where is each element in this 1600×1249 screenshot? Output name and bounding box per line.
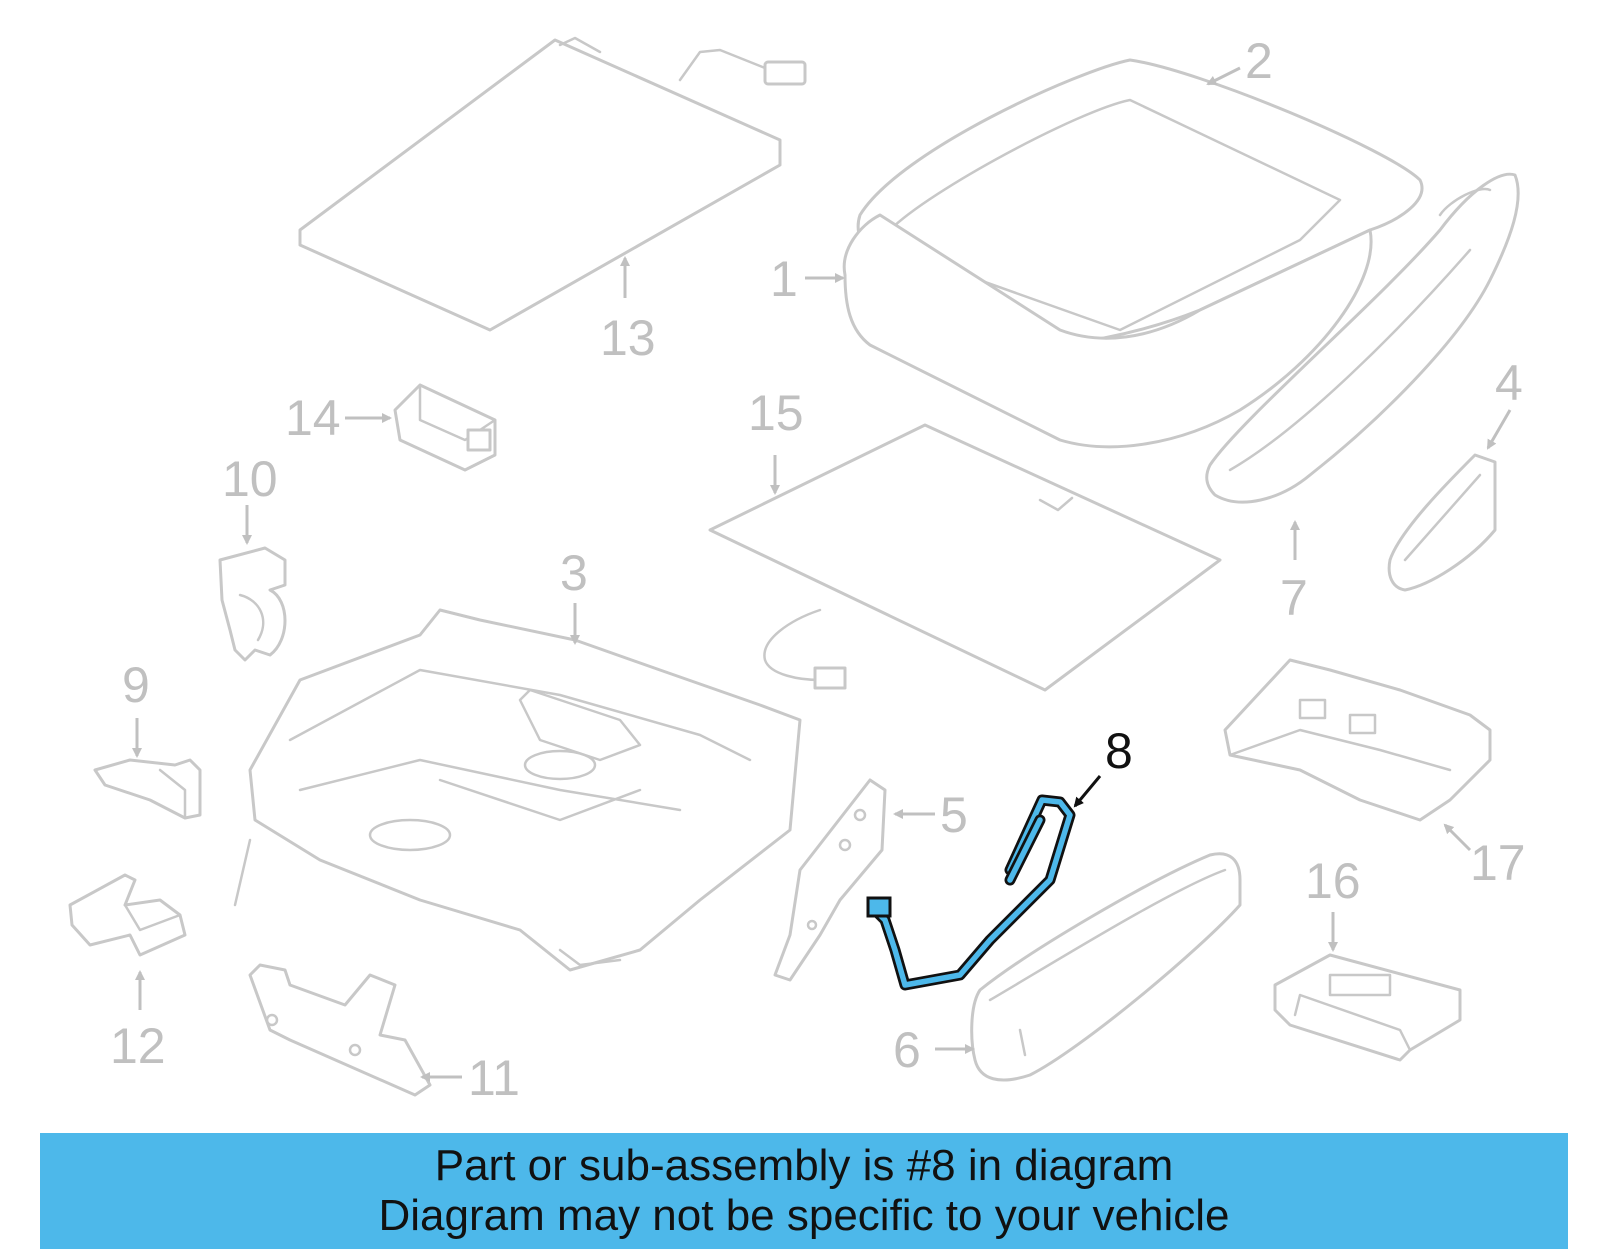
callout-11: 11 xyxy=(468,1050,520,1106)
part-10-clip xyxy=(218,546,287,662)
callout-7: 7 xyxy=(1280,570,1308,626)
callout-5: 5 xyxy=(940,787,968,843)
part-6-side-cover xyxy=(970,852,1242,1082)
callout-14: 14 xyxy=(285,390,341,446)
part-15-sensor-mat xyxy=(708,423,1222,692)
part-9-cap xyxy=(93,758,202,820)
callout-15: 15 xyxy=(748,385,804,441)
callout-8: 8 xyxy=(1105,723,1133,779)
callout-17: 17 xyxy=(1470,835,1526,891)
part-3-seat-frame xyxy=(233,608,802,972)
part-7-side-trim xyxy=(1205,172,1520,504)
callout-2: 2 xyxy=(1245,33,1273,89)
callout-13: 13 xyxy=(600,310,656,366)
part-4-switch-bezel xyxy=(1387,453,1497,592)
part-1-cushion-frame xyxy=(842,213,1373,449)
part-12-bracket xyxy=(68,873,187,957)
part-16-control-module xyxy=(1273,953,1462,1062)
banner-line-2: Diagram may not be specific to your vehi… xyxy=(378,1191,1230,1240)
callout-3: 3 xyxy=(560,545,588,601)
banner-line-1: Part or sub-assembly is #8 in diagram xyxy=(434,1141,1174,1190)
part-14-module xyxy=(393,383,497,472)
callout-4: 4 xyxy=(1495,355,1523,411)
part-13-heater-mat xyxy=(298,36,807,332)
callout-1: 1 xyxy=(770,251,798,307)
callout-9: 9 xyxy=(122,657,150,713)
part-5-shield-plate xyxy=(773,778,887,982)
part-11-mount-bracket xyxy=(248,963,432,1097)
callout-12: 12 xyxy=(110,1018,166,1074)
callout-6: 6 xyxy=(893,1022,921,1078)
part-8-wiring-harness xyxy=(866,794,1076,991)
callout-16: 16 xyxy=(1305,853,1361,909)
part-17-adjuster xyxy=(1223,658,1492,822)
callout-10: 10 xyxy=(222,451,278,507)
info-banner: Part or sub-assembly is #8 in diagram Di… xyxy=(40,1133,1568,1249)
